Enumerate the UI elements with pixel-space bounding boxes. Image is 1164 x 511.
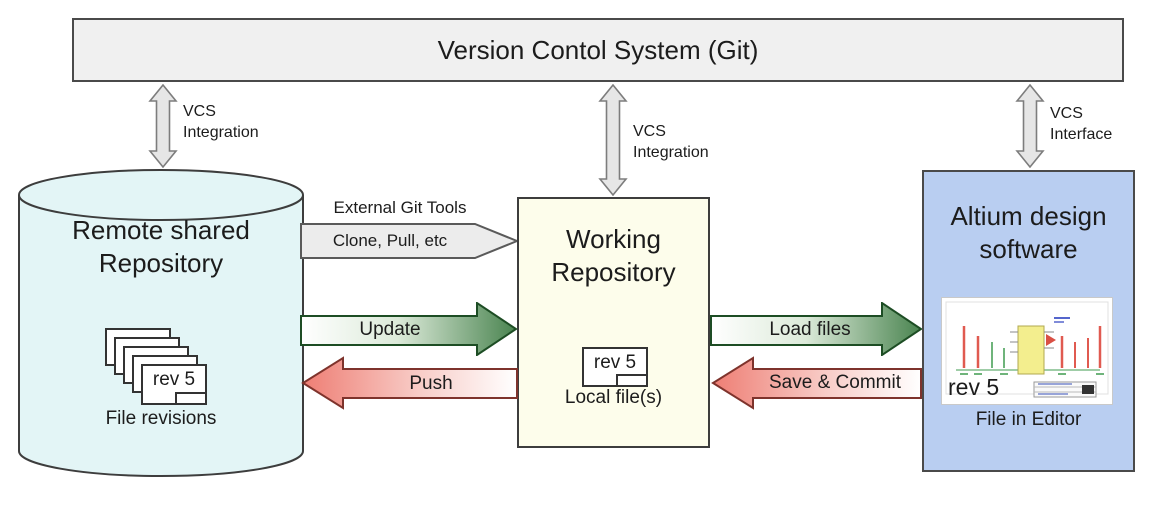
vcs-integration-label-left: VCS Integration bbox=[183, 103, 259, 141]
vcs-system-bar: Version Contol System (Git) bbox=[72, 18, 1124, 82]
push-label: Push bbox=[409, 373, 453, 394]
load-files-label: Load files bbox=[769, 319, 851, 340]
file-card-front: rev 5 bbox=[141, 364, 207, 405]
update-arrow bbox=[300, 302, 518, 356]
schematic-thumbnail: rev 5 bbox=[941, 297, 1113, 405]
save-commit-label: Save & Commit bbox=[769, 372, 901, 393]
file-revisions-stack: rev 5 bbox=[105, 328, 209, 405]
local-files-caption: Local file(s) bbox=[564, 387, 663, 408]
double-arrow-icon bbox=[598, 84, 628, 196]
file-revisions-caption: File revisions bbox=[105, 408, 217, 429]
working-file-card: rev 5 bbox=[582, 347, 648, 387]
vcs-system-title: Version Contol System (Git) bbox=[437, 34, 759, 65]
double-arrow-icon bbox=[148, 84, 178, 168]
remote-rev-label: rev 5 bbox=[152, 369, 196, 390]
load-files-arrow bbox=[710, 302, 923, 356]
remote-repository-cylinder bbox=[18, 169, 304, 477]
vcs-integration-label-middle: VCS Integration bbox=[633, 123, 709, 161]
altium-title: Altium design software bbox=[950, 201, 1107, 265]
double-arrow-icon bbox=[1015, 84, 1045, 168]
clone-pull-label: Clone, Pull, etc bbox=[332, 231, 448, 250]
schematic-drawing bbox=[945, 301, 1109, 398]
push-arrow bbox=[301, 356, 518, 410]
save-commit-arrow bbox=[711, 356, 922, 410]
clone-pull-arrow bbox=[300, 223, 519, 259]
altium-rev-label: rev 5 bbox=[948, 374, 1000, 400]
working-rev-label: rev 5 bbox=[593, 352, 637, 373]
remote-repository-title: Remote shared Repository bbox=[72, 215, 250, 279]
update-label: Update bbox=[359, 319, 421, 340]
file-tab bbox=[175, 392, 207, 405]
file-tab bbox=[616, 374, 648, 387]
working-repository-title: Working Repository bbox=[551, 224, 676, 288]
working-repository-box bbox=[517, 197, 710, 448]
vcs-interface-label: VCS Interface bbox=[1050, 105, 1113, 143]
file-in-editor-caption: File in Editor bbox=[975, 409, 1082, 430]
external-git-tools-label: External Git Tools bbox=[333, 198, 467, 217]
